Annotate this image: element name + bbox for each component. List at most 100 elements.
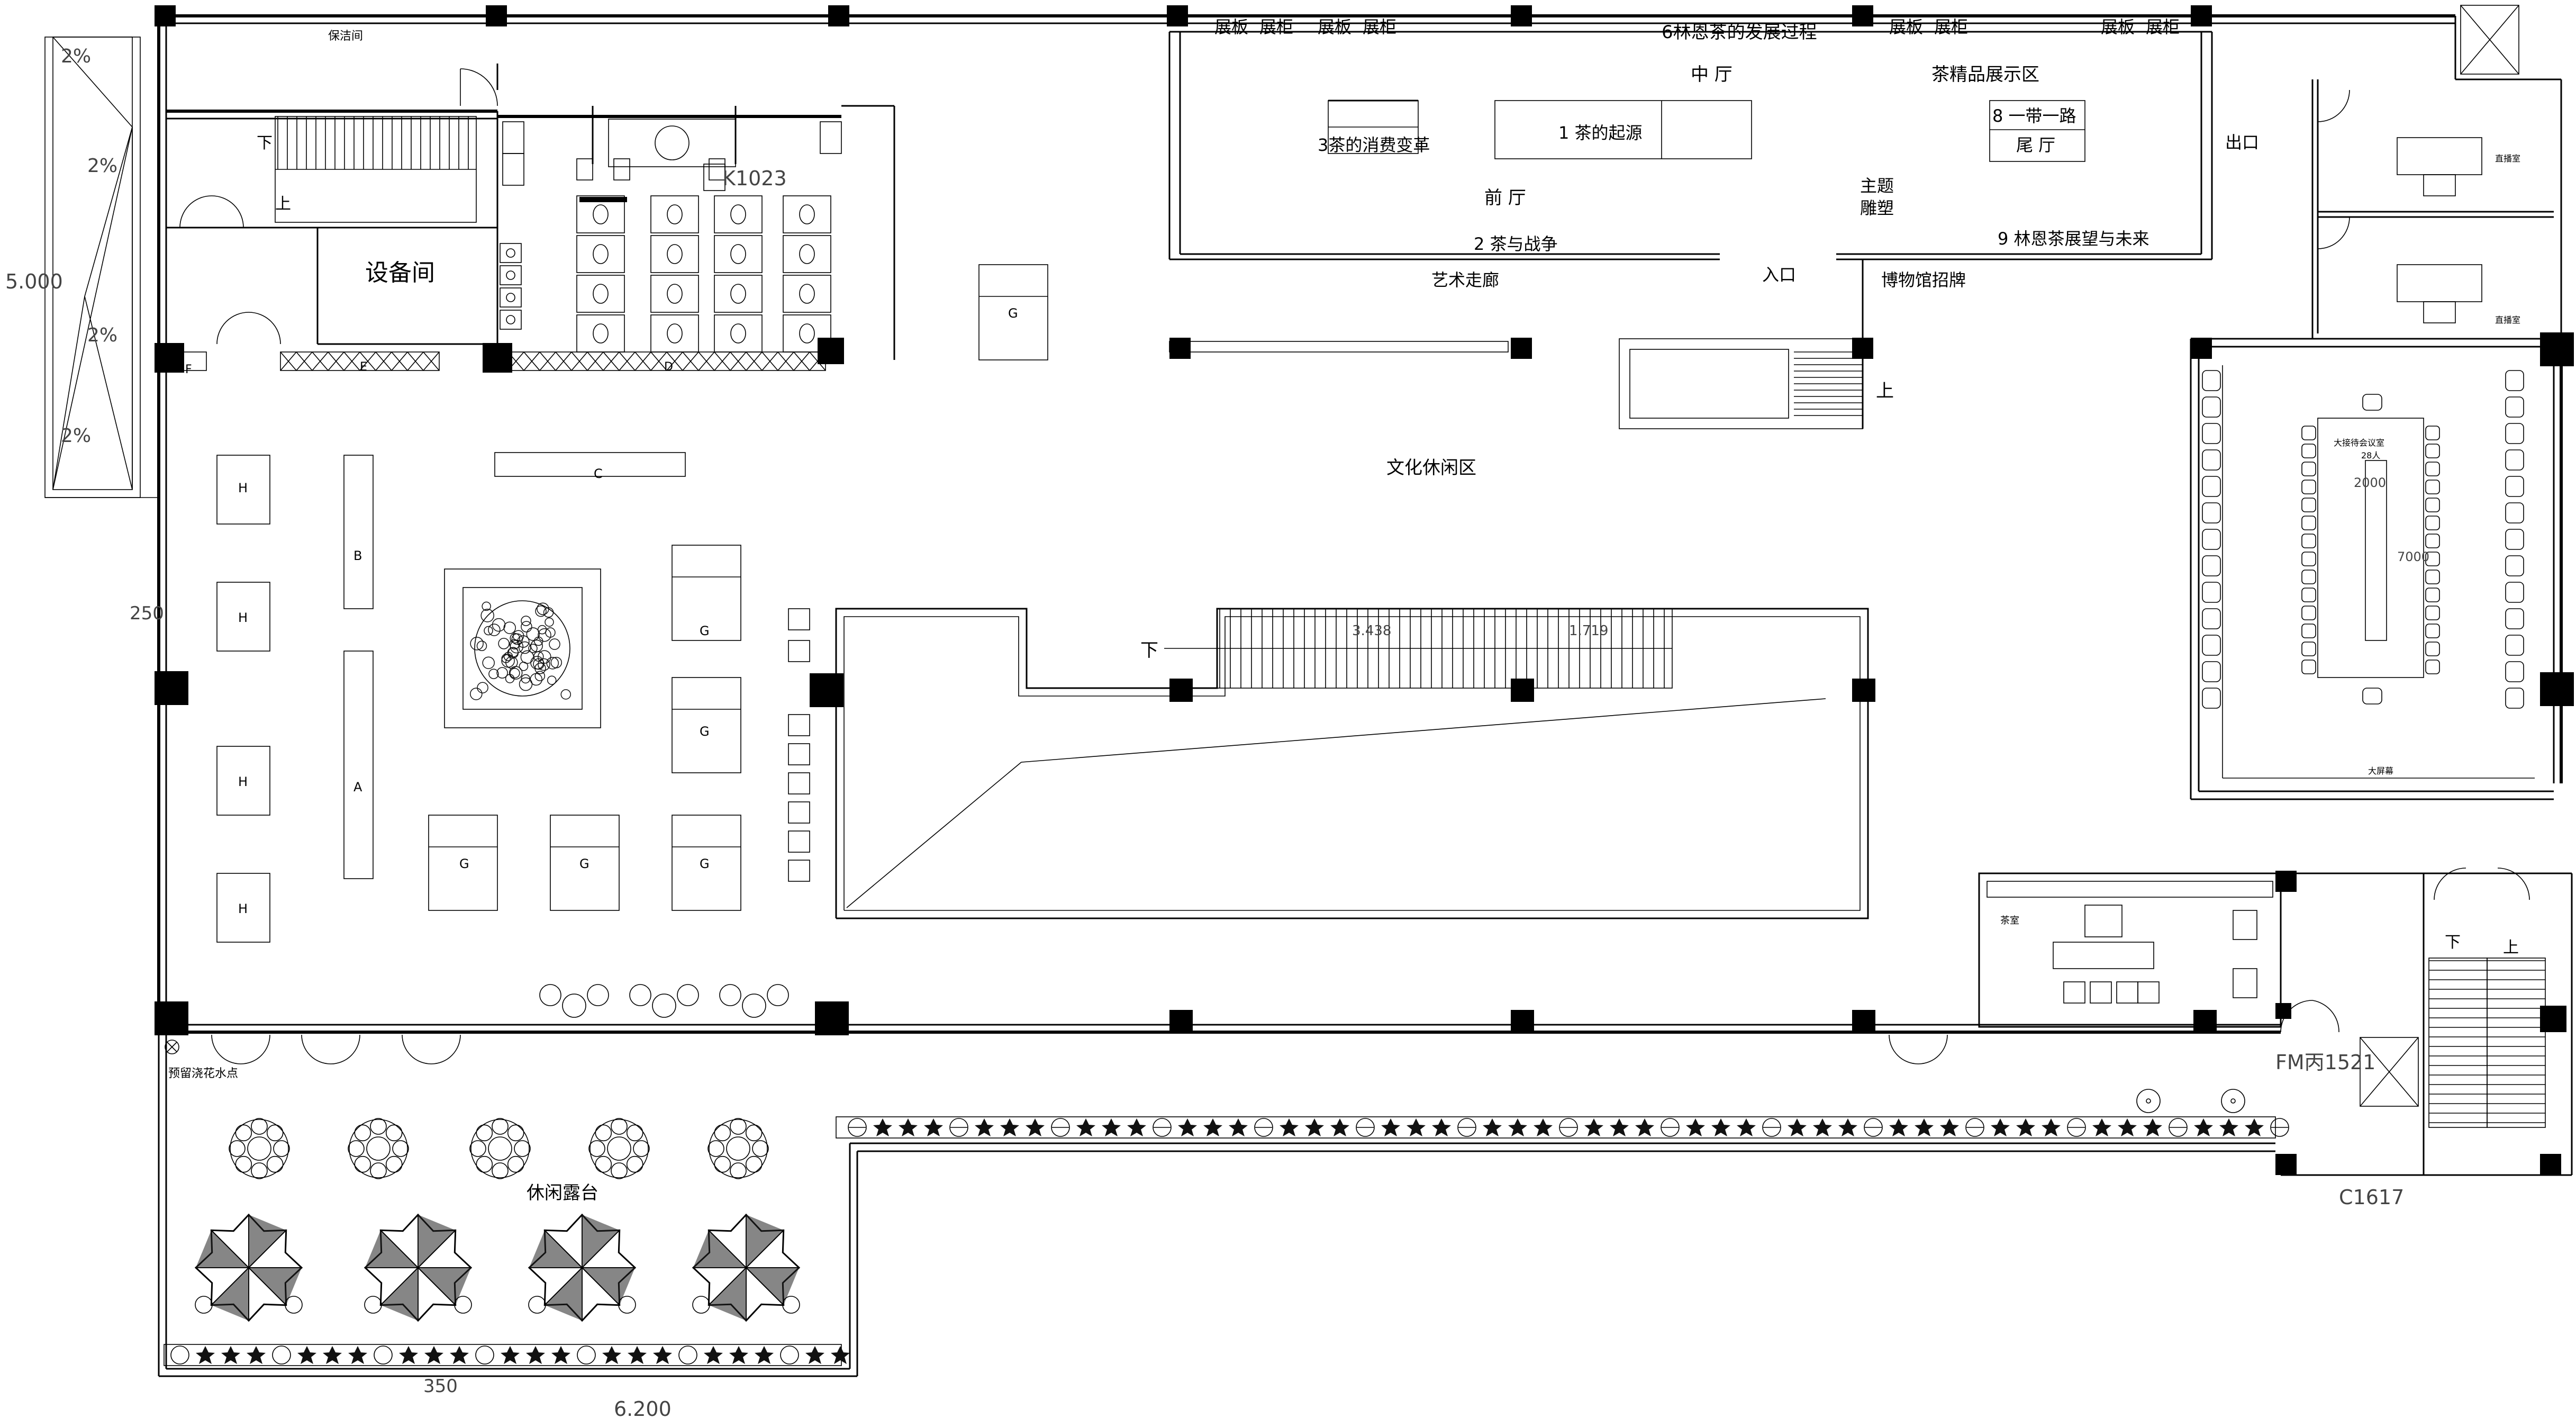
planter-shrub (628, 1346, 647, 1364)
planter-shrub (1330, 1118, 1349, 1136)
planter-flower (272, 1345, 291, 1365)
planter-flower (1254, 1118, 1273, 1137)
chair-icon (469, 1140, 486, 1157)
chair-icon (2425, 606, 2440, 620)
planter-flower (678, 1345, 697, 1365)
planter-shrub (1686, 1118, 1705, 1136)
label-section-8: 8 一带一路 (1992, 106, 2076, 126)
chair-icon (2425, 426, 2440, 440)
toilet-icon (593, 284, 609, 304)
stair-treads-right (2429, 960, 2545, 1123)
toilet-icon (593, 204, 609, 224)
chair-icon (2202, 529, 2221, 550)
chair-icon (2301, 606, 2316, 620)
chair-icon (2202, 582, 2221, 603)
zone-g: G (579, 856, 589, 871)
planter-flower (780, 1345, 799, 1365)
planter-shrub (247, 1346, 266, 1364)
chair-icon (595, 1124, 612, 1142)
planter-shrub (1229, 1118, 1248, 1136)
planter-flower (1965, 1118, 1984, 1137)
culture-furniture (216, 264, 1048, 1018)
umbrella-panel (418, 1268, 471, 1305)
planter-shrub (297, 1346, 316, 1364)
meeting-chairs (2202, 370, 2524, 709)
hatch-line (603, 351, 620, 371)
label-live-room: 直播室 (2495, 315, 2520, 325)
umbrella-rib (746, 1267, 784, 1306)
leaf-mark (537, 602, 549, 616)
hatch-line (312, 351, 329, 371)
label-tail-hall: 尾 厅 (2016, 135, 2055, 155)
chair-icon (229, 1140, 246, 1157)
leaf-mark (521, 621, 532, 633)
leaf-mark (537, 625, 547, 635)
chair-icon (2425, 462, 2440, 476)
dim-slope: 2% (87, 324, 117, 346)
umbrella-rib (582, 1230, 620, 1268)
dim-slope: 2% (61, 46, 91, 67)
chair-icon (2425, 498, 2440, 512)
planter-shrub (1711, 1118, 1730, 1136)
planter-shrub (1737, 1118, 1756, 1136)
dim-elevation-6200: 6.200 (614, 1397, 672, 1421)
planter-flower (2067, 1118, 2086, 1137)
chair-icon (2202, 608, 2221, 629)
planter-flower (949, 1118, 968, 1137)
planter-shrub (899, 1118, 918, 1136)
leaf-mark (521, 616, 531, 626)
planter-flower (2169, 1118, 2188, 1137)
label-theme-sculpture: 主题 (1860, 176, 1894, 196)
chair-icon (2301, 624, 2316, 638)
hatch-line (555, 351, 572, 371)
planter-shrub (1991, 1118, 2010, 1136)
stair-right-bottom (2136, 5, 2546, 1128)
chair-icon (2425, 552, 2440, 566)
planter-shrub (196, 1346, 215, 1364)
hatch-line (746, 351, 763, 371)
chair-icon (2425, 570, 2440, 584)
chair-icon (611, 1118, 628, 1135)
label-exhibit-board: 展板 (2101, 17, 2135, 37)
terrace (158, 1032, 2289, 1377)
chair-icon (2505, 688, 2524, 709)
table-top (366, 1136, 391, 1161)
umbrella-panel (582, 1215, 620, 1268)
leaf-mark (503, 621, 516, 634)
planter-shrub (2042, 1118, 2061, 1136)
chair-icon (2505, 502, 2524, 523)
tea-room (1978, 872, 2282, 1028)
zone-g: G (459, 856, 469, 871)
chair-icon (2202, 635, 2221, 656)
partition-hatch-e (280, 351, 440, 371)
chair-icon (633, 1140, 650, 1157)
chair-icon (745, 1155, 763, 1173)
hatch-line (539, 351, 556, 371)
columns (155, 5, 2574, 1175)
zone-c: C (594, 466, 603, 481)
hatch-line (698, 351, 715, 371)
hatch-line (407, 351, 424, 371)
leaf-mark (510, 667, 520, 679)
planter-shrub (1000, 1118, 1019, 1136)
chair-icon (273, 1140, 290, 1157)
label-exhibit-board: 展板 (1318, 17, 1352, 37)
chair-icon (492, 1118, 509, 1135)
umbrella-panel (365, 1230, 418, 1268)
dim-slope: 2% (61, 425, 91, 447)
umbrella-rib (248, 1230, 287, 1268)
hatch-line (523, 351, 540, 371)
code-c1617: C1617 (2339, 1186, 2404, 1209)
chair-icon (507, 1155, 524, 1173)
terrace-table (709, 1119, 768, 1178)
chair-icon (266, 1155, 284, 1173)
toilet-stall (714, 195, 763, 233)
stall-top (579, 197, 627, 202)
leaf-mark (509, 666, 523, 680)
chair-icon (2301, 480, 2316, 494)
leaf-mark (498, 638, 510, 649)
label-exhibit-board: 展板 (1214, 17, 1248, 37)
umbrella-panel (249, 1268, 302, 1305)
leaf-mark (501, 654, 515, 668)
planter-shrub (653, 1346, 672, 1364)
